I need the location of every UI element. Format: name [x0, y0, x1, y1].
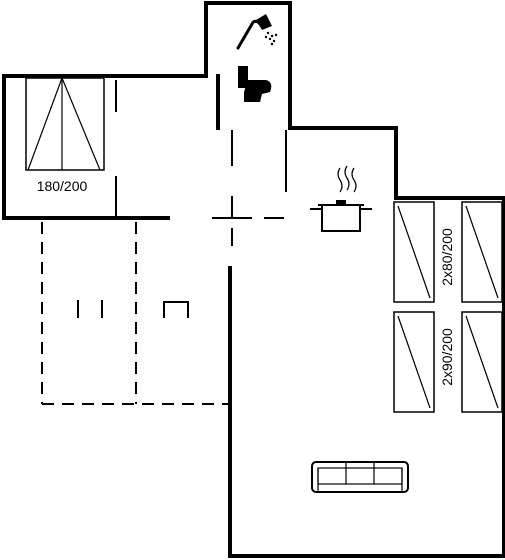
shower-icon	[236, 14, 278, 50]
sofa-icon	[311, 461, 409, 493]
cooking-pot-icon	[310, 165, 372, 232]
double-bed-label: 180/200	[37, 178, 88, 194]
chair-icon	[77, 300, 103, 318]
interior-walls	[115, 80, 287, 246]
table-icon	[163, 301, 189, 318]
bunk-beds-lower-label: 2x90/200	[439, 328, 455, 386]
terrace-outline	[41, 222, 228, 405]
bunk-bed-icon: 2x80/200 2x90/200	[393, 201, 503, 413]
toilet-icon	[238, 66, 272, 102]
double-bed-icon: 180/200	[25, 77, 105, 194]
bunk-beds-upper-label: 2x80/200	[439, 228, 455, 286]
